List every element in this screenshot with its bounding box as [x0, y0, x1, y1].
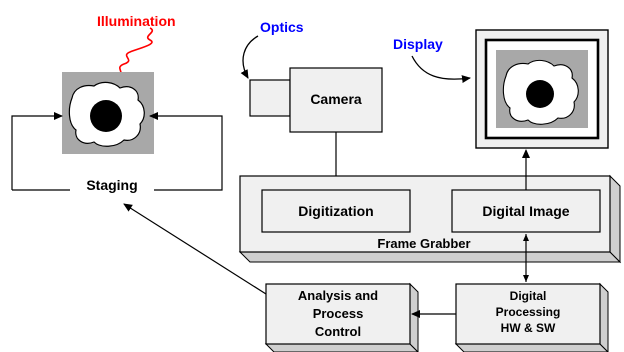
processing-box — [454, 282, 609, 352]
processing-label-line3: HW & SW — [501, 321, 556, 335]
digital-image-label: Digital Image — [482, 203, 569, 219]
digitization-label: Digitization — [298, 203, 373, 219]
analysis-label-line3: Control — [315, 324, 361, 339]
analysis-label-line2: Process — [313, 306, 364, 321]
analysis-to-staging-arrow — [123, 203, 267, 295]
staging-label-bg — [70, 174, 154, 196]
processing-label-line1: Digital — [510, 289, 547, 303]
camera-label: Camera — [310, 91, 362, 107]
analysis-box — [264, 282, 419, 352]
optics-label: Optics — [260, 19, 304, 35]
processing-label-line2: Processing — [496, 305, 561, 319]
staging-label: Staging — [86, 177, 137, 193]
staging-loop-left — [11, 112, 63, 190]
illumination-wave — [117, 27, 154, 77]
staging-specimen — [62, 72, 154, 154]
optics-arrow — [240, 35, 259, 79]
frame-grabber-label: Frame Grabber — [377, 236, 470, 251]
illumination-label: Illumination — [97, 13, 176, 29]
digitization-box — [261, 189, 411, 233]
display-arrow — [411, 55, 471, 84]
analysis-label-line1: Analysis and — [298, 288, 378, 303]
camera-box — [249, 67, 383, 133]
display-label: Display — [393, 36, 443, 52]
display-monitor — [475, 29, 609, 149]
